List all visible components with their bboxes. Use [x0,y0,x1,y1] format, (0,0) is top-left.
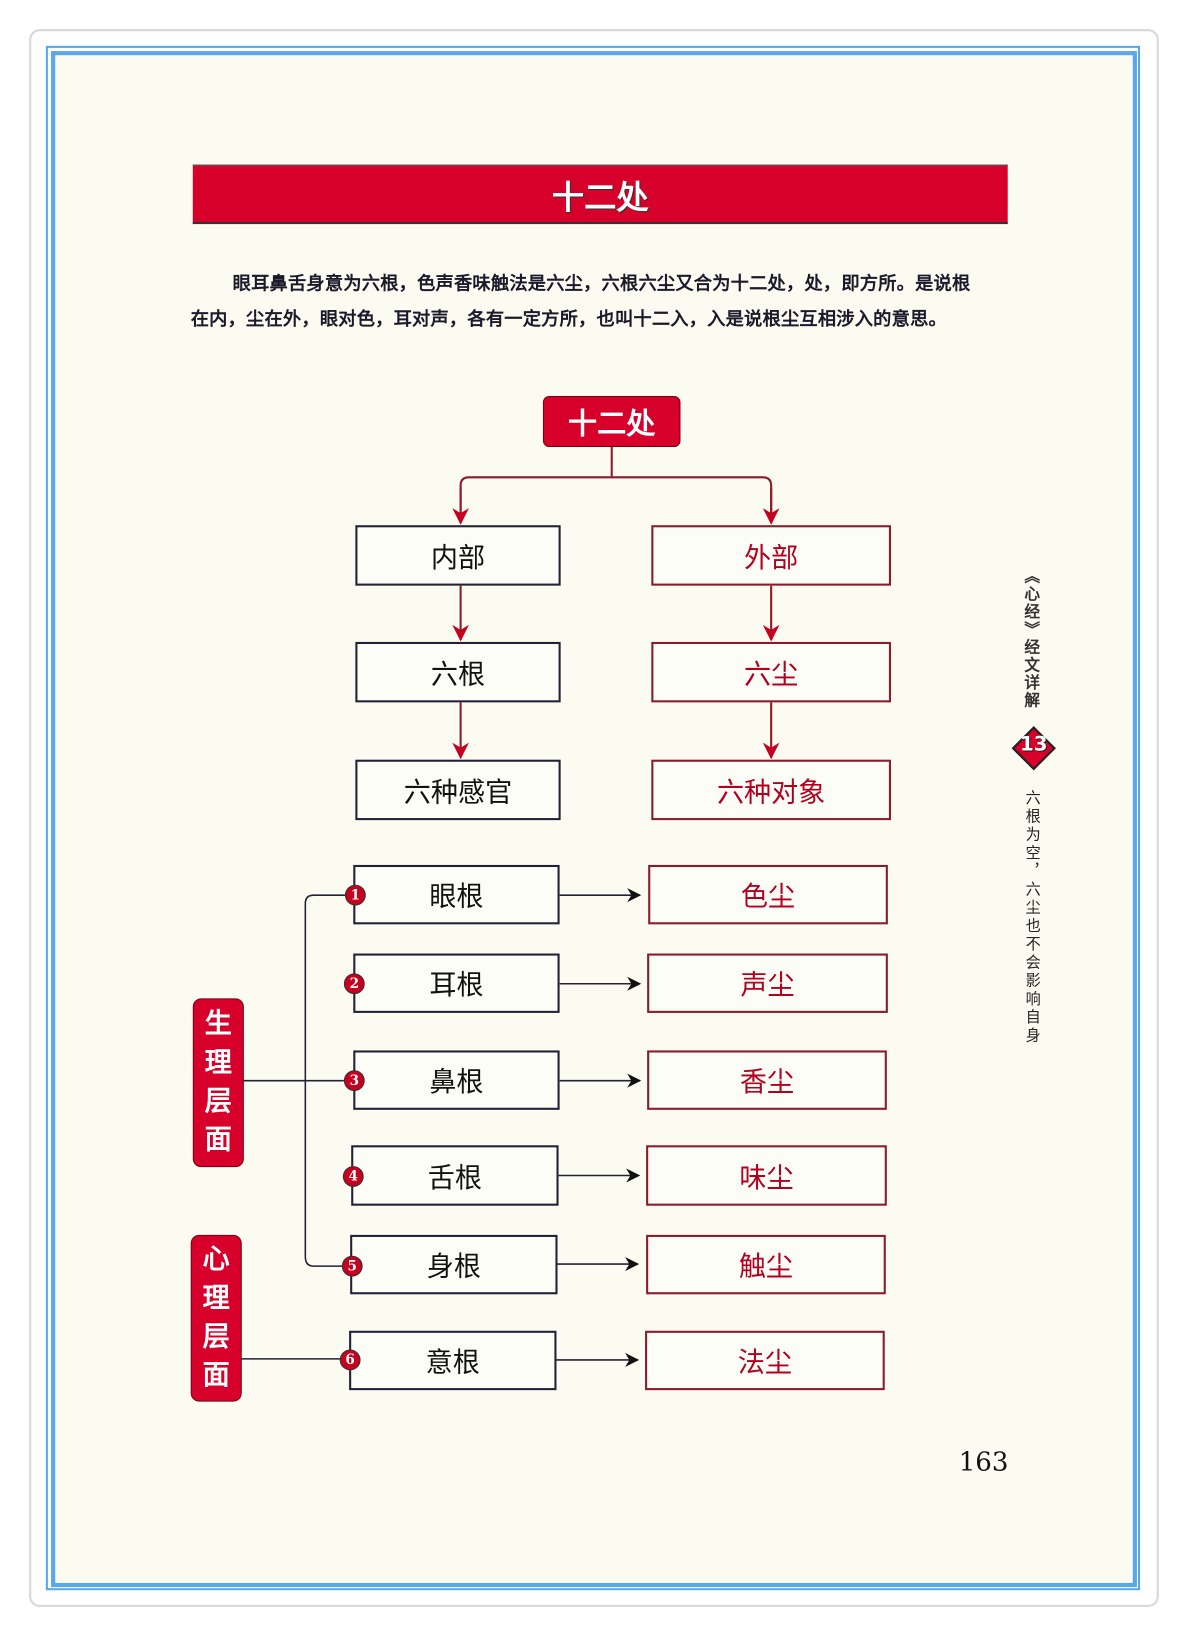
number-badge: 3 [343,1070,365,1092]
dust-node: 味尘 [646,1145,887,1206]
blue-border [45,45,1141,1591]
root-node: 眼根 [353,864,560,925]
label-char: 层 [204,1085,232,1118]
chapter-number: 13 [1019,732,1048,756]
root-node: 意根 [349,1330,557,1391]
chapter-title: 六根为空，六尘也不会影响自身 [1023,789,1041,1046]
intro-paragraph: 眼耳鼻舌身意为六根，色声香味触法是六尘，六根六尘又合为十二处，处，即方所。是说根… [190,274,971,331]
label-char: 理 [202,1282,230,1315]
six-dusts-node: 六尘 [651,641,891,703]
label-char: 理 [204,1047,232,1079]
number-badge: 2 [343,973,365,995]
section-title: 十二处 [551,178,649,217]
page-number: 163 [958,1446,1009,1477]
number-badge: 5 [341,1255,363,1277]
inner-node: 内部 [355,525,561,586]
dust-node: 声尘 [647,953,888,1013]
book-title: 《心经》经文详解 [1022,567,1042,710]
outer-node: 外部 [651,525,891,586]
dust-node: 色尘 [648,864,888,925]
label-char: 层 [202,1321,230,1353]
label-char: 心 [202,1244,230,1276]
number-badge: 4 [342,1166,364,1187]
mental-level-label: 心 理 层 面 [190,1234,242,1402]
section-title-banner: 十二处 [192,164,1008,225]
root-node: 身根 [350,1234,558,1295]
root-node: 鼻根 [353,1050,560,1110]
six-roots-node: 六根 [355,641,561,703]
label-char: 面 [202,1359,230,1392]
label-char: 生 [204,1008,232,1041]
number-badge: 1 [344,884,366,906]
diagram-root-node: 十二处 [542,395,681,448]
physical-level-label: 生 理 层 面 [192,998,244,1168]
six-senses-node: 六种感官 [355,759,561,821]
label-char: 面 [204,1124,232,1156]
root-node: 耳根 [353,953,560,1013]
dust-node: 法尘 [645,1330,885,1391]
dust-node: 香尘 [647,1050,887,1110]
dust-node: 触尘 [646,1234,886,1295]
root-node: 舌根 [351,1145,559,1206]
six-objects-node: 六种对象 [651,759,891,821]
number-badge: 6 [339,1349,361,1371]
